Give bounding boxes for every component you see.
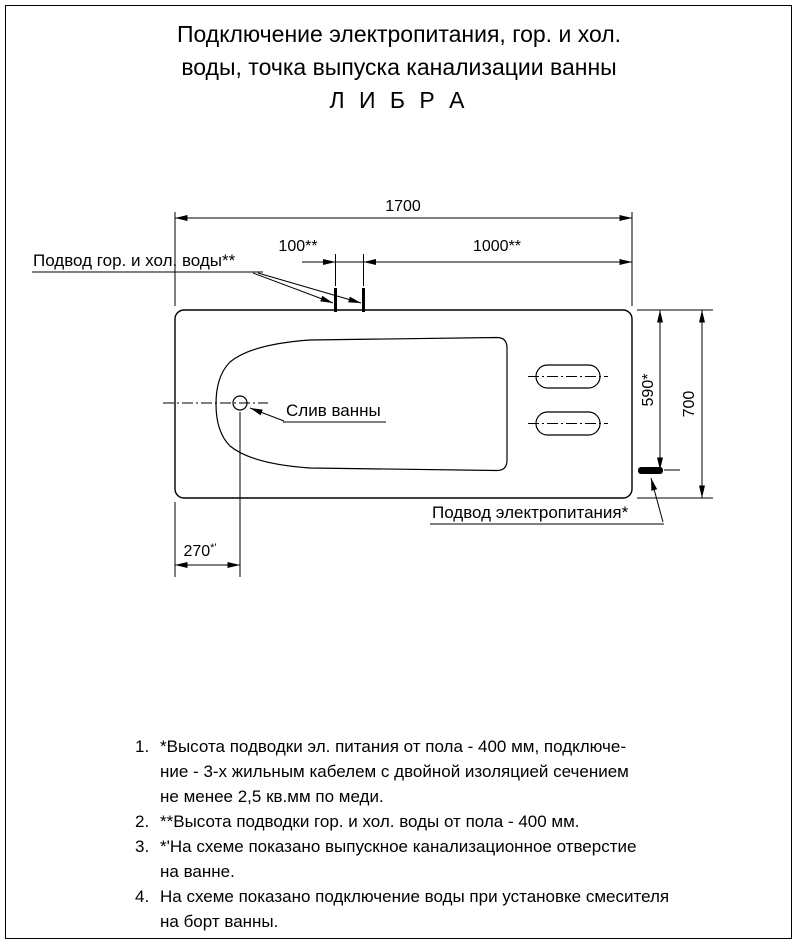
note-line: *'На схеме показано выпускное канализаци… xyxy=(160,837,637,856)
bathtub-top-view xyxy=(163,288,663,499)
dim-700-label: 700 xyxy=(681,391,698,418)
dim-water-offsets: 100** 1000** xyxy=(278,238,632,286)
note-item: 3. *'На схеме показано выпускное канализ… xyxy=(135,834,680,884)
note-body: На схеме показано подключение воды при у… xyxy=(160,884,680,934)
leader-line xyxy=(249,407,285,422)
note-line: на борт ванны. xyxy=(160,912,279,931)
note-body: **Высота подводки гор. и хол. воды от по… xyxy=(160,809,680,834)
note-line: **Высота подводки гор. и хол. воды от по… xyxy=(160,812,580,831)
notes-list: 1. *Высота подводки эл. питания от пола … xyxy=(135,734,680,934)
title-model-name: Л И Б Р А xyxy=(329,87,469,113)
note-line: на ванне. xyxy=(160,862,235,881)
note-item: 4. На схеме показано подключение воды пр… xyxy=(135,884,680,934)
drain-label: Слив ванны xyxy=(286,401,381,420)
callout-power-supply: Подвод электропитания* xyxy=(430,477,664,525)
power-connection-mark xyxy=(638,467,663,474)
note-line: не менее 2,5 кв.мм по меди. xyxy=(160,787,384,806)
dim-270-label: 270*' xyxy=(183,542,216,560)
water-supply-label: Подвод гор. и хол. воды** xyxy=(33,251,236,270)
title-line-2: воды, точка выпуска канализации ванны xyxy=(181,54,617,80)
dim-1000-label: 1000** xyxy=(473,238,521,255)
callout-water-supply: Подвод гор. и хол. воды** xyxy=(32,251,362,304)
tub-basin xyxy=(215,336,508,472)
note-number: 2. xyxy=(135,812,150,831)
note-line: ние - 3-х жильным кабелем с двойной изол… xyxy=(160,762,629,781)
dim-100-label: 100** xyxy=(278,238,317,255)
dim-drain-offset: 270*' xyxy=(174,412,241,577)
tub-outer-rim xyxy=(174,309,633,499)
note-number: 4. xyxy=(135,887,150,906)
note-line: На схеме показано подключение воды при у… xyxy=(160,887,670,906)
drawing-title: Подключение электропитания, гор. и хол. … xyxy=(0,18,798,117)
leader-line xyxy=(650,477,664,523)
callout-drain: Слив ванны xyxy=(249,401,386,423)
note-number: 3. xyxy=(135,837,150,856)
dim-1700-label: 1700 xyxy=(385,198,421,215)
leader-line xyxy=(252,272,334,304)
power-supply-label: Подвод электропитания* xyxy=(432,503,629,522)
note-body: *Высота подводки эл. питания от пола - 4… xyxy=(160,734,680,809)
dim-590-label: 590* xyxy=(640,374,657,407)
title-line-1: Подключение электропитания, гор. и хол. xyxy=(176,21,622,47)
leader-line xyxy=(257,272,362,304)
sheet-border xyxy=(5,5,792,939)
note-number: 1. xyxy=(135,737,150,756)
note-item: 2. **Высота подводки гор. и хол. воды от… xyxy=(135,809,680,834)
note-item: 1. *Высота подводки эл. питания от пола … xyxy=(135,734,680,809)
dim-overall-length: 1700 xyxy=(174,198,633,306)
note-body: *'На схеме показано выпускное канализаци… xyxy=(160,834,680,884)
note-line: *Высота подводки эл. питания от пола - 4… xyxy=(160,737,627,756)
dim-right-side: 590* 700 xyxy=(637,309,713,499)
